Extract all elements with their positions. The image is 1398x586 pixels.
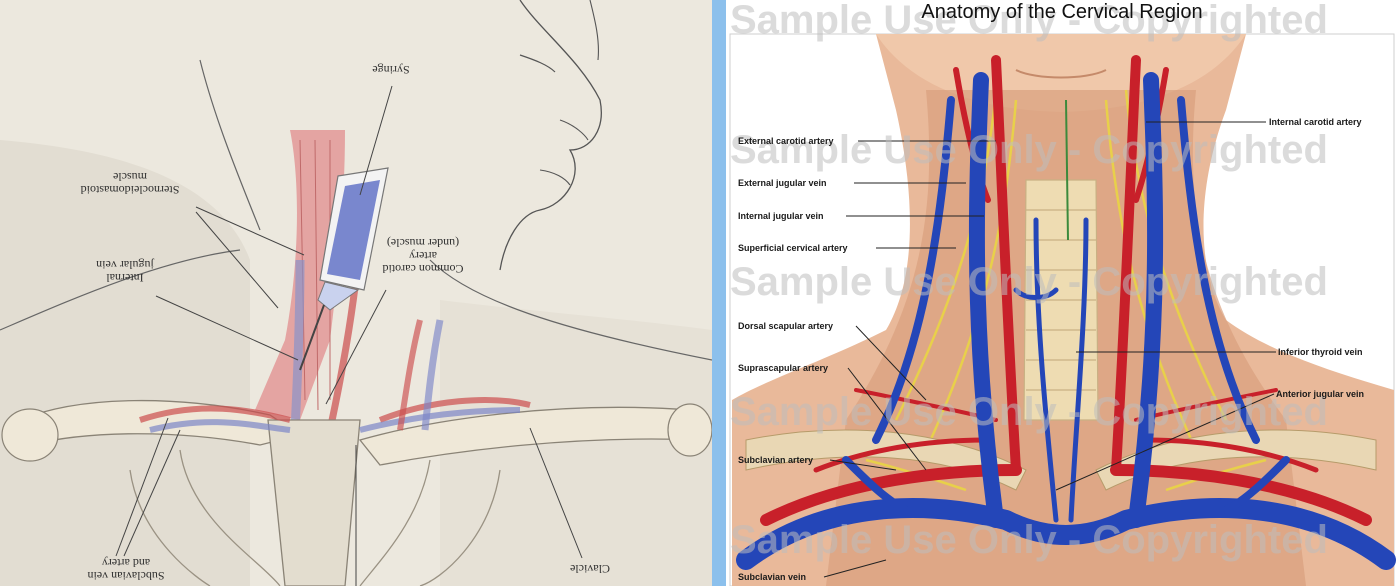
subclavian-artery-right <box>378 397 531 423</box>
subclavian-vein-left <box>149 419 291 433</box>
left-illustration <box>0 0 712 586</box>
rib-1 <box>179 449 281 586</box>
lip-line-right <box>1015 69 1107 79</box>
shoulder-outline-left <box>0 249 241 331</box>
label-clavicle: Clavicle <box>570 562 610 576</box>
rib-3 <box>359 459 431 586</box>
label-subclavian: Subclavian vein and artery <box>87 556 165 583</box>
leader-common-carotid <box>325 289 387 405</box>
label-external-jugular-vein: External jugular vein <box>738 178 827 188</box>
leader-internal-jugular <box>155 295 299 361</box>
clavicle-left-r <box>745 429 1027 491</box>
ear-line <box>589 0 599 61</box>
rib-4 <box>419 469 501 586</box>
leader-subclavian-2 <box>123 429 181 557</box>
label-anterior-jugular-vein: Anterior jugular vein <box>1276 389 1365 399</box>
rib-2 <box>129 469 211 586</box>
label-internal-jugular-vein: Internal jugular vein <box>738 211 824 221</box>
vagus-nerve <box>1065 99 1069 241</box>
leader-scm-1 <box>195 206 305 256</box>
lip-line <box>539 169 571 186</box>
label-dorsal-scapular-artery: Dorsal scapular artery <box>738 321 834 331</box>
right-illustration <box>726 0 1398 586</box>
veins <box>736 72 1396 570</box>
sternum <box>267 419 361 586</box>
shoulder-joint-left <box>1 408 59 462</box>
carotid-right <box>397 319 423 431</box>
eye-line <box>519 54 556 73</box>
shoulder-outline-right <box>429 259 712 361</box>
label-syringe: Syringe <box>372 63 410 77</box>
label-common-carotid: Common carotid artery (under muscle) <box>382 236 464 276</box>
clavicle-right-r <box>1095 429 1377 491</box>
label-internal-jugular: Internal jugular vein <box>96 258 154 285</box>
label-external-carotid-artery: External carotid artery <box>738 136 834 146</box>
body-shadow-right <box>440 300 712 586</box>
right-illustration-panel: Anatomy of the Cervical Region External … <box>726 0 1398 586</box>
label-subclavian-artery: Subclavian artery <box>738 455 814 465</box>
leader-syringe <box>359 85 393 196</box>
internal-jugular-vein-left <box>290 259 305 431</box>
label-superficial-cervical-artery: Superficial cervical artery <box>738 243 848 253</box>
leader-scm-2 <box>195 211 279 309</box>
subclavian-vein-right <box>359 407 521 433</box>
subclavian-artery-left <box>139 405 291 423</box>
leader-clavicle <box>529 427 583 559</box>
leader-subclavian-1 <box>115 417 169 557</box>
left-illustration-panel: Syringe Sternocleidomastoid muscle Inter… <box>0 0 712 586</box>
body-shadow-left <box>0 140 250 586</box>
label-suprascapular-artery: Suprascapular artery <box>738 363 829 373</box>
syringe-illustration <box>299 167 389 371</box>
neck-outline-left <box>199 59 261 231</box>
label-subclavian-vein: Subclavian vein <box>738 572 807 582</box>
leader-lines-right <box>823 121 1276 578</box>
face-outline <box>499 0 602 271</box>
diagram-title: Anatomy of the Cervical Region <box>921 1 1203 23</box>
nose-line <box>559 119 589 141</box>
jugular-right <box>421 319 444 431</box>
panel-divider <box>712 0 726 586</box>
label-sternocleidomastoid: Sternocleidomastoid muscle <box>80 170 180 197</box>
label-inferior-thyroid-vein: Inferior thyroid vein <box>1278 347 1363 357</box>
shoulder-joint-right <box>667 403 712 457</box>
label-internal-carotid-artery: Internal carotid artery <box>1269 117 1362 127</box>
